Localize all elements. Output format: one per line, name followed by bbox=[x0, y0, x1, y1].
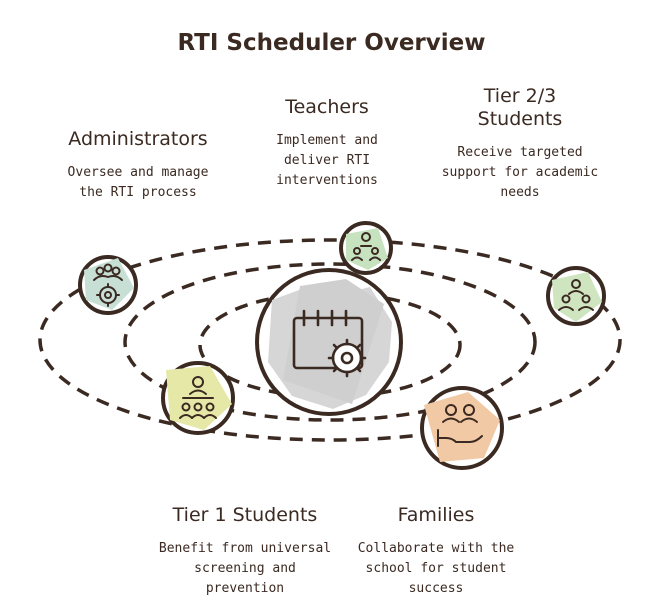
tier23-title: Tier 2/3 Students bbox=[477, 85, 563, 130]
administrators-label: Administrators Oversee and manage the RT… bbox=[38, 128, 238, 203]
tier23-node bbox=[546, 266, 606, 326]
diagram-title: RTI Scheduler Overview bbox=[177, 30, 486, 56]
administrators-node bbox=[78, 255, 138, 315]
middle-orbit bbox=[123, 262, 537, 422]
tier23-description: Receive targeted support for academic ne… bbox=[441, 145, 599, 200]
tier1-description: Benefit from universal screening and pre… bbox=[158, 541, 332, 596]
families-label: Families Collaborate with the school for… bbox=[336, 504, 536, 599]
families-node bbox=[420, 386, 504, 470]
outer-orbit bbox=[38, 238, 622, 442]
calendar-gear-icon bbox=[292, 309, 367, 378]
teachers-label: Teachers Implement and deliver RTI inter… bbox=[227, 96, 427, 191]
administrators-title: Administrators bbox=[68, 128, 208, 150]
small-group-icon bbox=[558, 279, 594, 311]
center-hub bbox=[255, 268, 403, 416]
teachers-node bbox=[339, 221, 393, 275]
teacher-class-icon bbox=[351, 232, 381, 261]
family-hand-icon bbox=[437, 404, 483, 447]
team-gear-icon bbox=[93, 263, 123, 307]
teachers-description: Implement and deliver RTI interventions bbox=[276, 133, 378, 188]
tier23-label: Tier 2/3 Students Receive targeted suppo… bbox=[420, 85, 620, 203]
teachers-title: Teachers bbox=[285, 96, 369, 118]
tier1-node bbox=[161, 361, 235, 435]
tier1-title: Tier 1 Students bbox=[172, 504, 318, 526]
families-title: Families bbox=[397, 504, 475, 526]
classroom-group-icon bbox=[179, 376, 217, 419]
administrators-description: Oversee and manage the RTI process bbox=[67, 165, 209, 200]
tier1-label: Tier 1 Students Benefit from universal s… bbox=[145, 504, 345, 599]
families-description: Collaborate with the school for student … bbox=[357, 541, 515, 596]
